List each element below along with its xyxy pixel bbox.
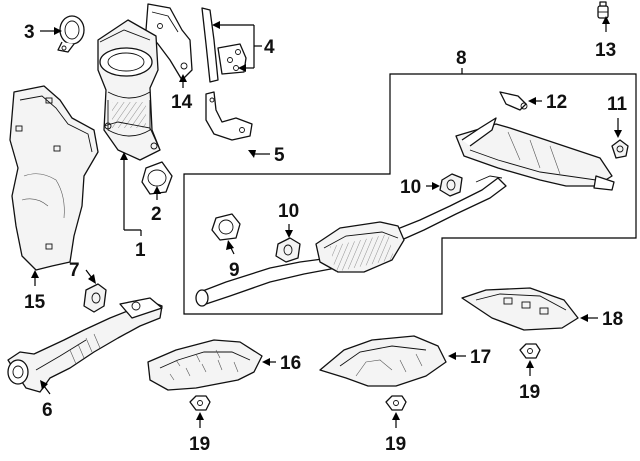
callout-16: 16	[280, 353, 301, 374]
callout-13: 13	[595, 40, 616, 61]
catalytic-converter-part-1	[97, 19, 161, 161]
bracket-part-5	[205, 91, 253, 141]
callout-12: 12	[546, 92, 567, 113]
callout-11: 11	[607, 94, 628, 115]
hanger-part-12	[499, 91, 528, 111]
callout-10-upper: 10	[400, 177, 421, 198]
callout-9: 9	[229, 260, 240, 281]
insulator-part-10-lower	[275, 237, 301, 263]
muffler-assembly-part-8	[195, 117, 615, 307]
nut-part-19-b	[385, 395, 407, 411]
callout-18: 18	[602, 309, 623, 330]
callout-19-a: 19	[189, 434, 210, 455]
gasket-part-9	[211, 213, 241, 241]
bolt-part-13	[597, 1, 609, 19]
callout-2: 2	[151, 204, 162, 225]
callout-5: 5	[274, 145, 285, 166]
insulator-part-10	[439, 173, 463, 197]
callout-19-b: 19	[385, 434, 406, 455]
heat-shield-part-15	[9, 85, 99, 271]
callout-4: 4	[264, 37, 275, 58]
front-pipe-part-6	[7, 297, 163, 393]
insulator-part-11	[611, 139, 629, 159]
callout-1: 1	[135, 240, 146, 261]
nut-part-19-c	[519, 343, 541, 359]
callout-7: 7	[69, 260, 80, 281]
insulator-part-7	[83, 283, 107, 313]
callout-8: 8	[456, 48, 467, 69]
callout-10-lower: 10	[278, 201, 299, 222]
nut-part-19-a	[189, 395, 211, 411]
heat-shield-part-16	[147, 339, 263, 391]
clamp-part-3	[57, 15, 85, 53]
callout-15: 15	[24, 292, 46, 313]
assembly-8-outline	[183, 73, 637, 315]
callout-6: 6	[42, 400, 53, 421]
callout-14: 14	[171, 92, 193, 113]
leader-lines	[31, 16, 622, 428]
heat-shield-part-17	[319, 335, 447, 387]
bracket-part-4	[201, 7, 247, 83]
callout-3: 3	[24, 22, 35, 43]
callout-17: 17	[470, 347, 491, 368]
callout-19-c: 19	[519, 382, 540, 403]
heat-shield-part-18	[461, 287, 579, 331]
